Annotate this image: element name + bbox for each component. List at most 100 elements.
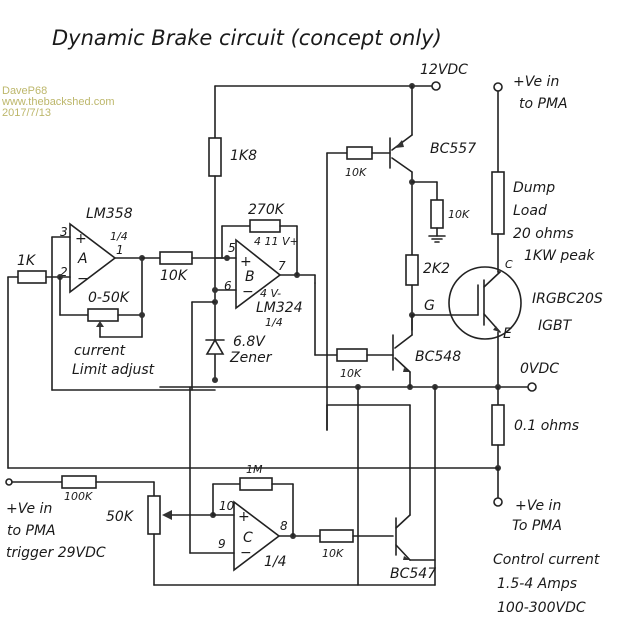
label-bc548: BC548	[415, 349, 461, 365]
label-10k-bc548: 10K	[340, 367, 362, 380]
label-collector: C	[505, 258, 513, 271]
watermark-date: 2017/7/13	[2, 107, 51, 119]
pin-2: 2	[60, 265, 68, 279]
pot-50k: 50K	[106, 495, 436, 586]
watermark-author: DaveP68	[2, 85, 48, 97]
transistor-bc548: BC548	[392, 314, 461, 388]
dump-load-branch: +Ve in to PMA Dump Load 20 ohms 1KW peak	[491, 74, 595, 273]
label-emitter: E	[503, 326, 512, 342]
label-50k: 50K	[106, 509, 135, 525]
zener-6v8: 6.8V Zener	[191, 299, 273, 391]
resistor-10k-pnp-base: 10K	[326, 146, 391, 431]
label-shunt: 0.1 ohms	[514, 418, 579, 434]
resistor-1k8: 1K8	[208, 85, 257, 381]
terminal-vin-bottom	[493, 497, 503, 507]
pin-3: 3	[60, 225, 68, 239]
resistor-10k-pulldown: 10K	[409, 179, 470, 243]
opamp-a-fraction: 1/4	[110, 230, 128, 243]
label-trigger-1: +Ve in	[6, 501, 52, 517]
label-trigger-2: to PMA	[7, 523, 56, 539]
resistor-2k2: 2K2	[405, 254, 450, 286]
label-1k8: 1K8	[230, 148, 257, 164]
label-vplus: 4 11 V+	[254, 235, 299, 248]
label-vin-bottom-1: +Ve in	[515, 498, 561, 514]
resistor-shunt: 0.1 ohms +Ve in To PMA	[491, 386, 579, 534]
note-amps: 1.5-4 Amps	[497, 576, 577, 592]
label-1k: 1K	[17, 253, 37, 269]
resistor-1m: 1M	[212, 463, 294, 537]
terminal-0v	[527, 382, 537, 392]
label-vin-bottom-2: To PMA	[512, 518, 562, 534]
label-limit-adjust: Limit adjust	[72, 362, 155, 378]
note-control-current: Control current	[493, 552, 600, 568]
opamp-c-fraction: 1/4	[264, 554, 287, 570]
label-12v: 12VDC	[420, 62, 468, 78]
label-vin-top-1: +Ve in	[513, 74, 559, 90]
label-10k-pnp-base: 10K	[345, 166, 367, 179]
label-bc547: BC547	[390, 566, 436, 582]
pin-1: 1	[116, 243, 124, 257]
label-1m: 1M	[246, 463, 263, 476]
pin-6: 6	[224, 279, 232, 293]
opamp-a-unit: A	[77, 251, 88, 267]
opamp-c: C + − 10 9 8 1/4	[189, 386, 321, 572]
label-10k-bc547: 10K	[322, 547, 344, 560]
opamp-c-unit: C	[243, 530, 253, 546]
opamp-b-fraction: 1/4	[265, 316, 283, 329]
pot-current-limit: 0-50K current Limit adjust	[59, 255, 155, 378]
label-zener: Zener	[229, 350, 273, 366]
label-dump-4: 1KW peak	[524, 248, 595, 264]
label-lm324: LM324	[256, 300, 303, 316]
label-pot-0-50k: 0-50K	[88, 290, 131, 306]
resistor-10k-bc547: 10K	[319, 529, 394, 560]
gate-line: G	[409, 298, 479, 318]
label-igbt: IGBT	[538, 318, 573, 334]
svg-text:+: +	[238, 509, 250, 525]
pin-5: 5	[228, 241, 236, 255]
label-trigger-3: trigger 29VDC	[6, 545, 106, 561]
note-voltage: 100-300VDC	[497, 600, 586, 616]
terminal-12v	[431, 81, 441, 91]
terminal-vin-top	[493, 82, 503, 92]
resistor-270k: 270K	[221, 202, 298, 276]
label-current: current	[74, 343, 126, 359]
resistor-1k-input: 1K	[7, 253, 63, 284]
label-2k2: 2K2	[423, 261, 450, 277]
label-dump-3: 20 ohms	[513, 226, 574, 242]
transistor-bc547: BC547	[326, 386, 436, 586]
label-bc557: BC557	[430, 141, 476, 157]
pin-9: 9	[218, 537, 226, 551]
pin-7: 7	[278, 259, 286, 273]
label-vminus: 4 V-	[260, 287, 281, 300]
resistor-10k-bc548: 10K	[314, 282, 394, 380]
label-irgbc20s: IRGBC20S	[532, 291, 603, 307]
label-100k: 100K	[64, 490, 93, 503]
svg-text:−: −	[242, 284, 254, 300]
svg-text:−: −	[240, 545, 252, 561]
label-10k-a: 10K	[160, 268, 189, 284]
label-dump-2: Load	[513, 203, 547, 219]
terminal-trigger	[5, 478, 13, 486]
svg-text:−: −	[77, 271, 89, 287]
pin-8: 8	[280, 519, 288, 533]
pin-10: 10	[219, 499, 235, 513]
label-gate: G	[424, 298, 435, 314]
opamp-a-lm358: A + − LM358 1/4 3 2 1	[51, 206, 216, 391]
diagram-title: Dynamic Brake circuit (concept only)	[52, 26, 442, 50]
opamp-b-lm324: B + − 5 6 7 4 11 V+ 4 V- LM324 1/4	[212, 235, 316, 329]
opamp-b-unit: B	[245, 269, 255, 285]
notes: Control current 1.5-4 Amps 100-300VDC	[493, 552, 600, 616]
watermark-site: www.thebackshed.com	[2, 96, 115, 108]
svg-text:+: +	[240, 254, 252, 270]
svg-text:+: +	[75, 231, 87, 247]
label-vin-top-2: to PMA	[519, 96, 568, 112]
label-0v: 0VDC	[520, 361, 559, 377]
label-dump-1: Dump	[513, 180, 555, 196]
label-10k-pulldown: 10K	[448, 208, 470, 221]
watermark: DaveP68 www.thebackshed.com 2017/7/13	[2, 86, 115, 119]
rail-0v: 0VDC	[159, 361, 559, 392]
label-270k: 270K	[248, 202, 286, 218]
trigger-input: 100K +Ve in to PMA trigger 29VDC	[5, 475, 155, 561]
label-lm358: LM358	[86, 206, 133, 222]
